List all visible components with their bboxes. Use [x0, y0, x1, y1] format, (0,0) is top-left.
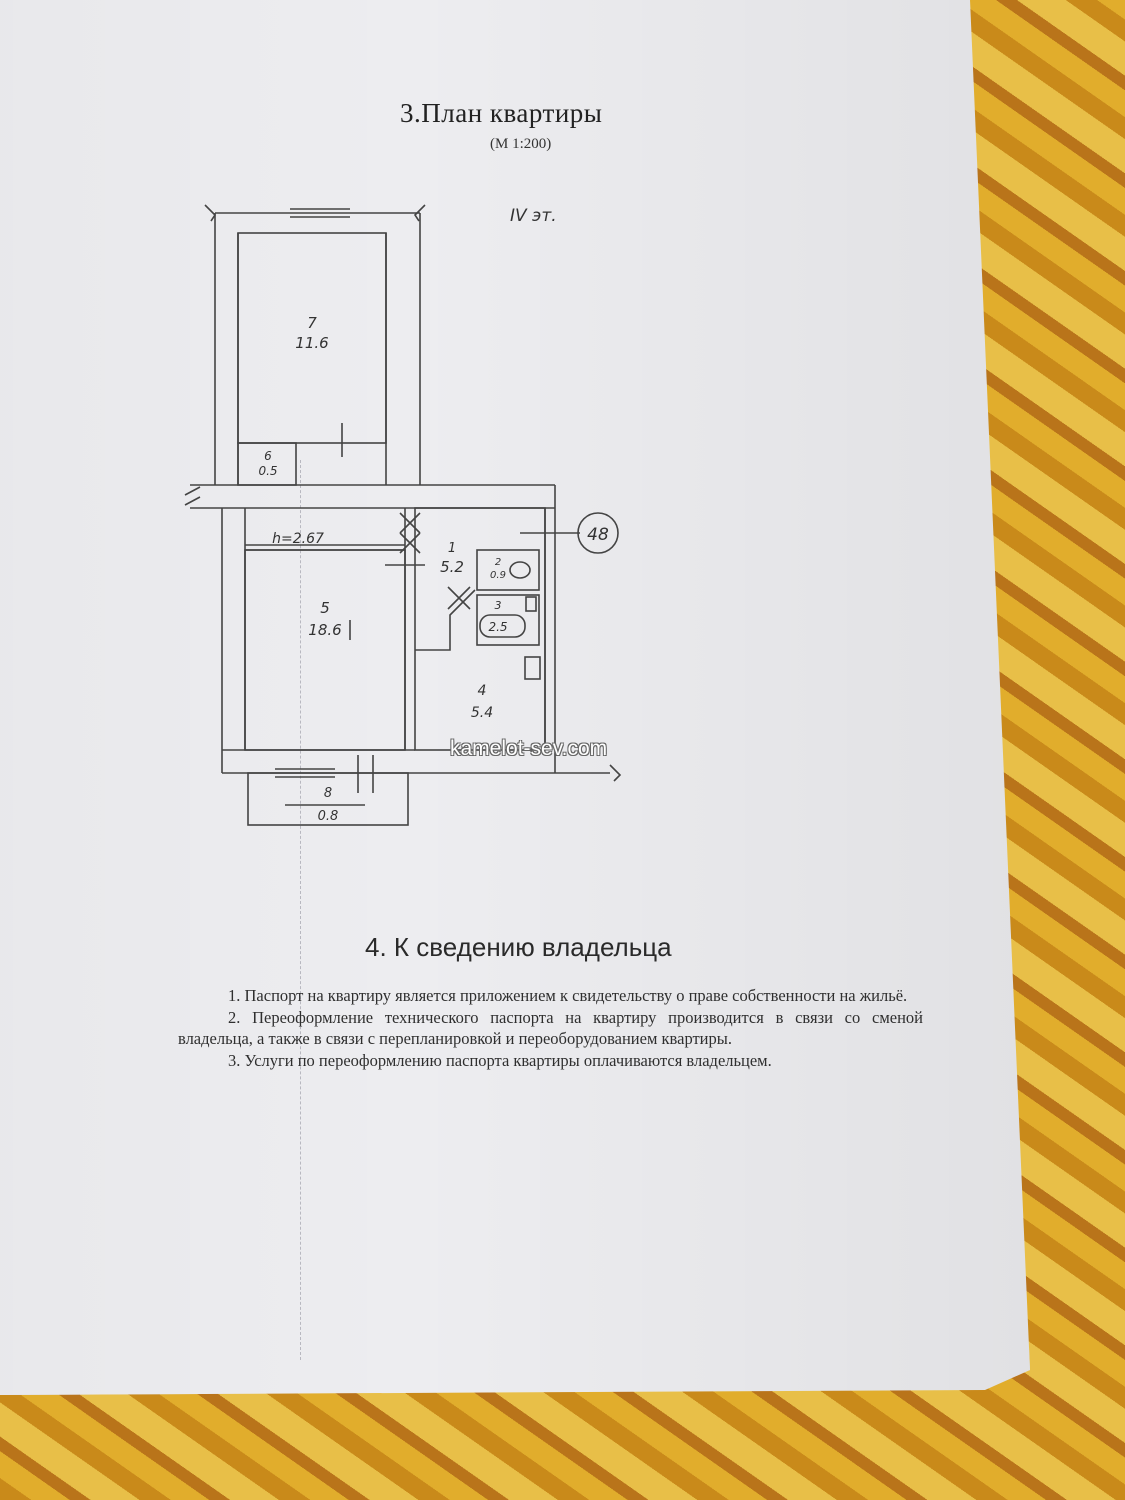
apartment-number: 48 — [587, 525, 609, 545]
watermark: kamelot-sev.com — [450, 737, 608, 760]
room-2-area: 0.9 — [490, 570, 506, 581]
room-4-area: 5.4 — [471, 705, 493, 721]
section3-title: 3.План квартиры — [400, 98, 603, 128]
section4-title: 4. К сведению владельца — [365, 932, 672, 962]
room-4-number: 4 — [478, 683, 487, 699]
room-1-area: 5.2 — [440, 558, 464, 576]
room-8-number: 8 — [324, 786, 332, 801]
room-3-number: 3 — [495, 599, 502, 612]
floor-label: IV эт. — [510, 206, 557, 226]
room-3-area: 2.5 — [488, 620, 507, 634]
room-1-number: 1 — [448, 541, 456, 556]
room-5-number: 5 — [320, 599, 330, 617]
fold-line — [300, 460, 302, 1360]
room-6-area: 0.5 — [258, 464, 277, 478]
room-7-number: 7 — [307, 314, 317, 332]
plan-scale: (М 1:200) — [490, 136, 552, 152]
document-page — [0, 0, 1030, 1395]
room-2-number: 2 — [495, 557, 501, 568]
owner-notes: 1. Паспорт на квартиру является приложен… — [178, 985, 923, 1071]
room-5-area: 18.6 — [308, 621, 341, 639]
room-7-area: 11.6 — [295, 334, 328, 352]
room-6-number: 6 — [264, 449, 272, 463]
note-item-2: 2. Переоформление технического паспорта … — [178, 1007, 923, 1049]
note-item-3: 3. Услуги по переоформлению паспорта ква… — [228, 1050, 772, 1070]
floor-plan: 7 11.6 6 0.5 h=2.67 5 18.6 1 5.2 2 0.9 3… — [184, 204, 622, 826]
ceiling-height: h=2.67 — [272, 531, 324, 547]
room-8-area: 0.8 — [318, 809, 339, 824]
note-item-1: 1. Паспорт на квартиру является приложен… — [228, 986, 908, 1005]
